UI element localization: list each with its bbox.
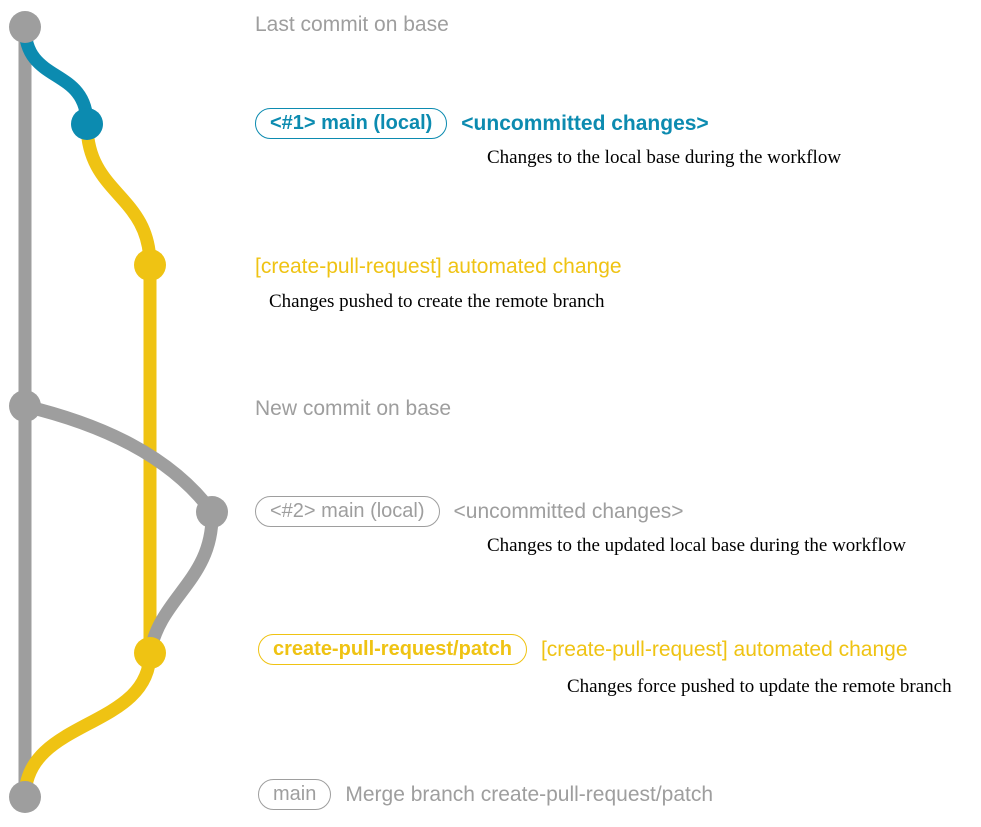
- commit-description-local-change-2: Changes to the updated local base during…: [487, 535, 906, 556]
- commit-message-last-commit-on-base: Last commit on base: [255, 13, 449, 36]
- commit-message-new-commit-on-base: New commit on base: [255, 397, 452, 420]
- commit-row-last-commit-on-base: Last commit on base: [255, 14, 449, 35]
- commit-description-create-pull-request-commit: Changes pushed to create the remote bran…: [269, 291, 605, 312]
- branch-label-local-change-1[interactable]: <#1> main (local): [255, 108, 448, 139]
- git-commit-graph: [9, 11, 228, 813]
- commit-node-patch-force-push[interactable]: [134, 637, 166, 669]
- commit-description-create-pull-request-patch: Changes force pushed to update the remot…: [567, 676, 952, 697]
- branch-line-local-2-to-patch: [143, 505, 219, 660]
- commit-node-base-new[interactable]: [9, 390, 41, 422]
- branch-line-local-1: [18, 20, 94, 131]
- branch-label-merge-branch[interactable]: main: [258, 779, 332, 810]
- commit-node-patch-create[interactable]: [134, 249, 166, 281]
- commit-message-merge-branch: Merge branch create-pull-request/patch: [345, 783, 714, 806]
- branch-label-create-pull-request-patch[interactable]: create-pull-request/patch: [258, 634, 527, 665]
- commit-row-merge-branch: main Merge branch create-pull-request/pat…: [258, 779, 713, 810]
- branch-line-patch-to-base: [18, 646, 157, 804]
- branch-line-updated-local: [18, 399, 219, 519]
- commit-row-create-pull-request-commit: [create-pull-request] automated change: [255, 256, 622, 277]
- commit-message-create-pull-request-patch: [create-pull-request] automated change: [540, 638, 908, 661]
- commit-message-local-change-2: <uncommitted changes>: [453, 500, 684, 523]
- commit-message-create-pull-request-commit: [create-pull-request] automated change: [255, 255, 622, 278]
- commit-message-local-change-1: <uncommitted changes>: [461, 112, 709, 135]
- commit-node-local-1[interactable]: [71, 108, 103, 140]
- commit-node-base-head[interactable]: [9, 11, 41, 43]
- commit-row-local-change-1: <#1> main (local) <uncommitted changes>: [255, 108, 709, 139]
- commit-row-create-pull-request-patch: create-pull-request/patch [create-pull-re…: [258, 634, 908, 665]
- commit-description-local-change-1: Changes to the local base during the wor…: [487, 147, 842, 168]
- branch-label-local-change-2[interactable]: <#2> main (local): [255, 496, 440, 527]
- commit-node-local-2[interactable]: [196, 496, 228, 528]
- commit-node-base-merge[interactable]: [9, 781, 41, 813]
- commit-row-new-commit-on-base: New commit on base: [255, 398, 451, 419]
- commit-row-local-change-2: <#2> main (local) <uncommitted changes>: [255, 496, 684, 527]
